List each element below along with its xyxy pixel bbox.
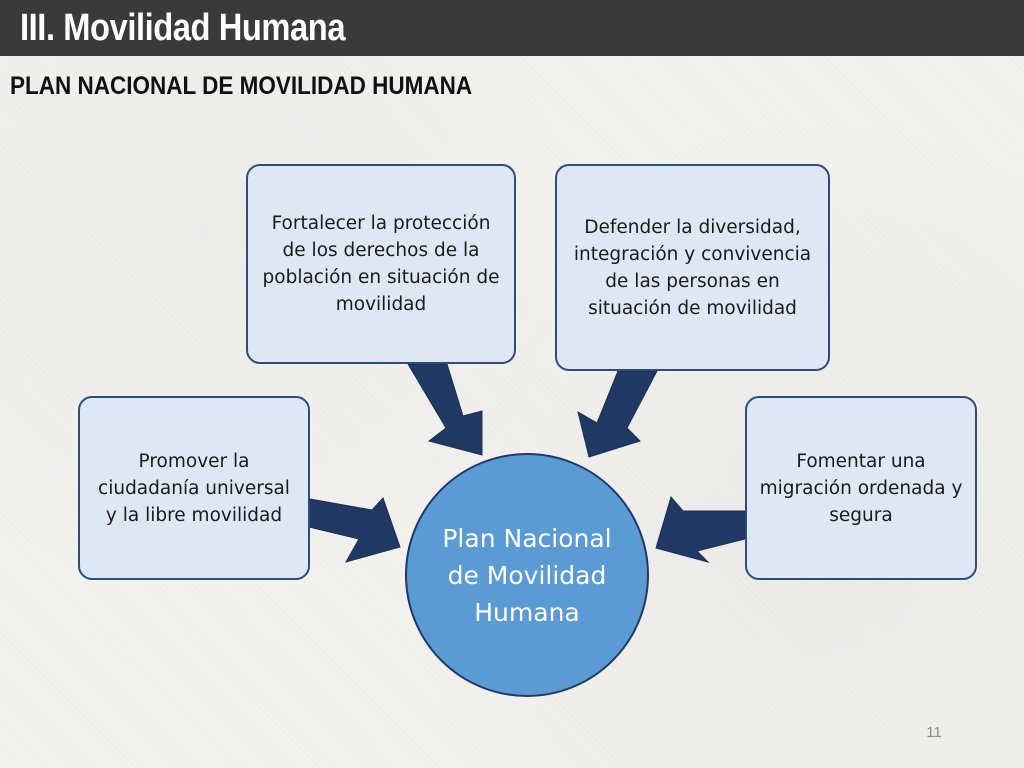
node-fortalecer-proteccion: Fortalecer la protección de los derechos…	[246, 164, 516, 364]
slide-title: III. Movilidad Humana	[20, 7, 346, 49]
node-fomentar-migracion: Fomentar una migración ordenada y segura	[745, 396, 977, 580]
title-bar: III. Movilidad Humana	[0, 0, 1024, 56]
node-fomentar-migracion-text: Fomentar una migración ordenada y segura	[759, 450, 963, 526]
slide-subtitle: PLAN NACIONAL DE MOVILIDAD HUMANA	[10, 72, 473, 100]
center-hub-text: Plan Nacional de Movilidad Humana	[442, 523, 612, 627]
page-number: 11	[926, 724, 942, 741]
node-defender-diversidad-text: Defender la diversidad, integración y co…	[573, 216, 812, 319]
arrow-left-to-center	[308, 497, 401, 563]
node-promover-ciudadania: Promover la ciudadanía universal y la li…	[78, 396, 310, 580]
arrow-top1-to-center	[407, 363, 483, 456]
center-hub: Plan Nacional de Movilidad Humana	[405, 453, 649, 697]
arrow-right-to-center	[655, 495, 746, 563]
arrow-top2-to-center	[577, 370, 658, 458]
node-fortalecer-proteccion-text: Fortalecer la protección de los derechos…	[262, 213, 500, 315]
node-promover-ciudadania-text: Promover la ciudadanía universal y la li…	[98, 450, 290, 526]
node-defender-diversidad: Defender la diversidad, integración y co…	[555, 164, 830, 371]
